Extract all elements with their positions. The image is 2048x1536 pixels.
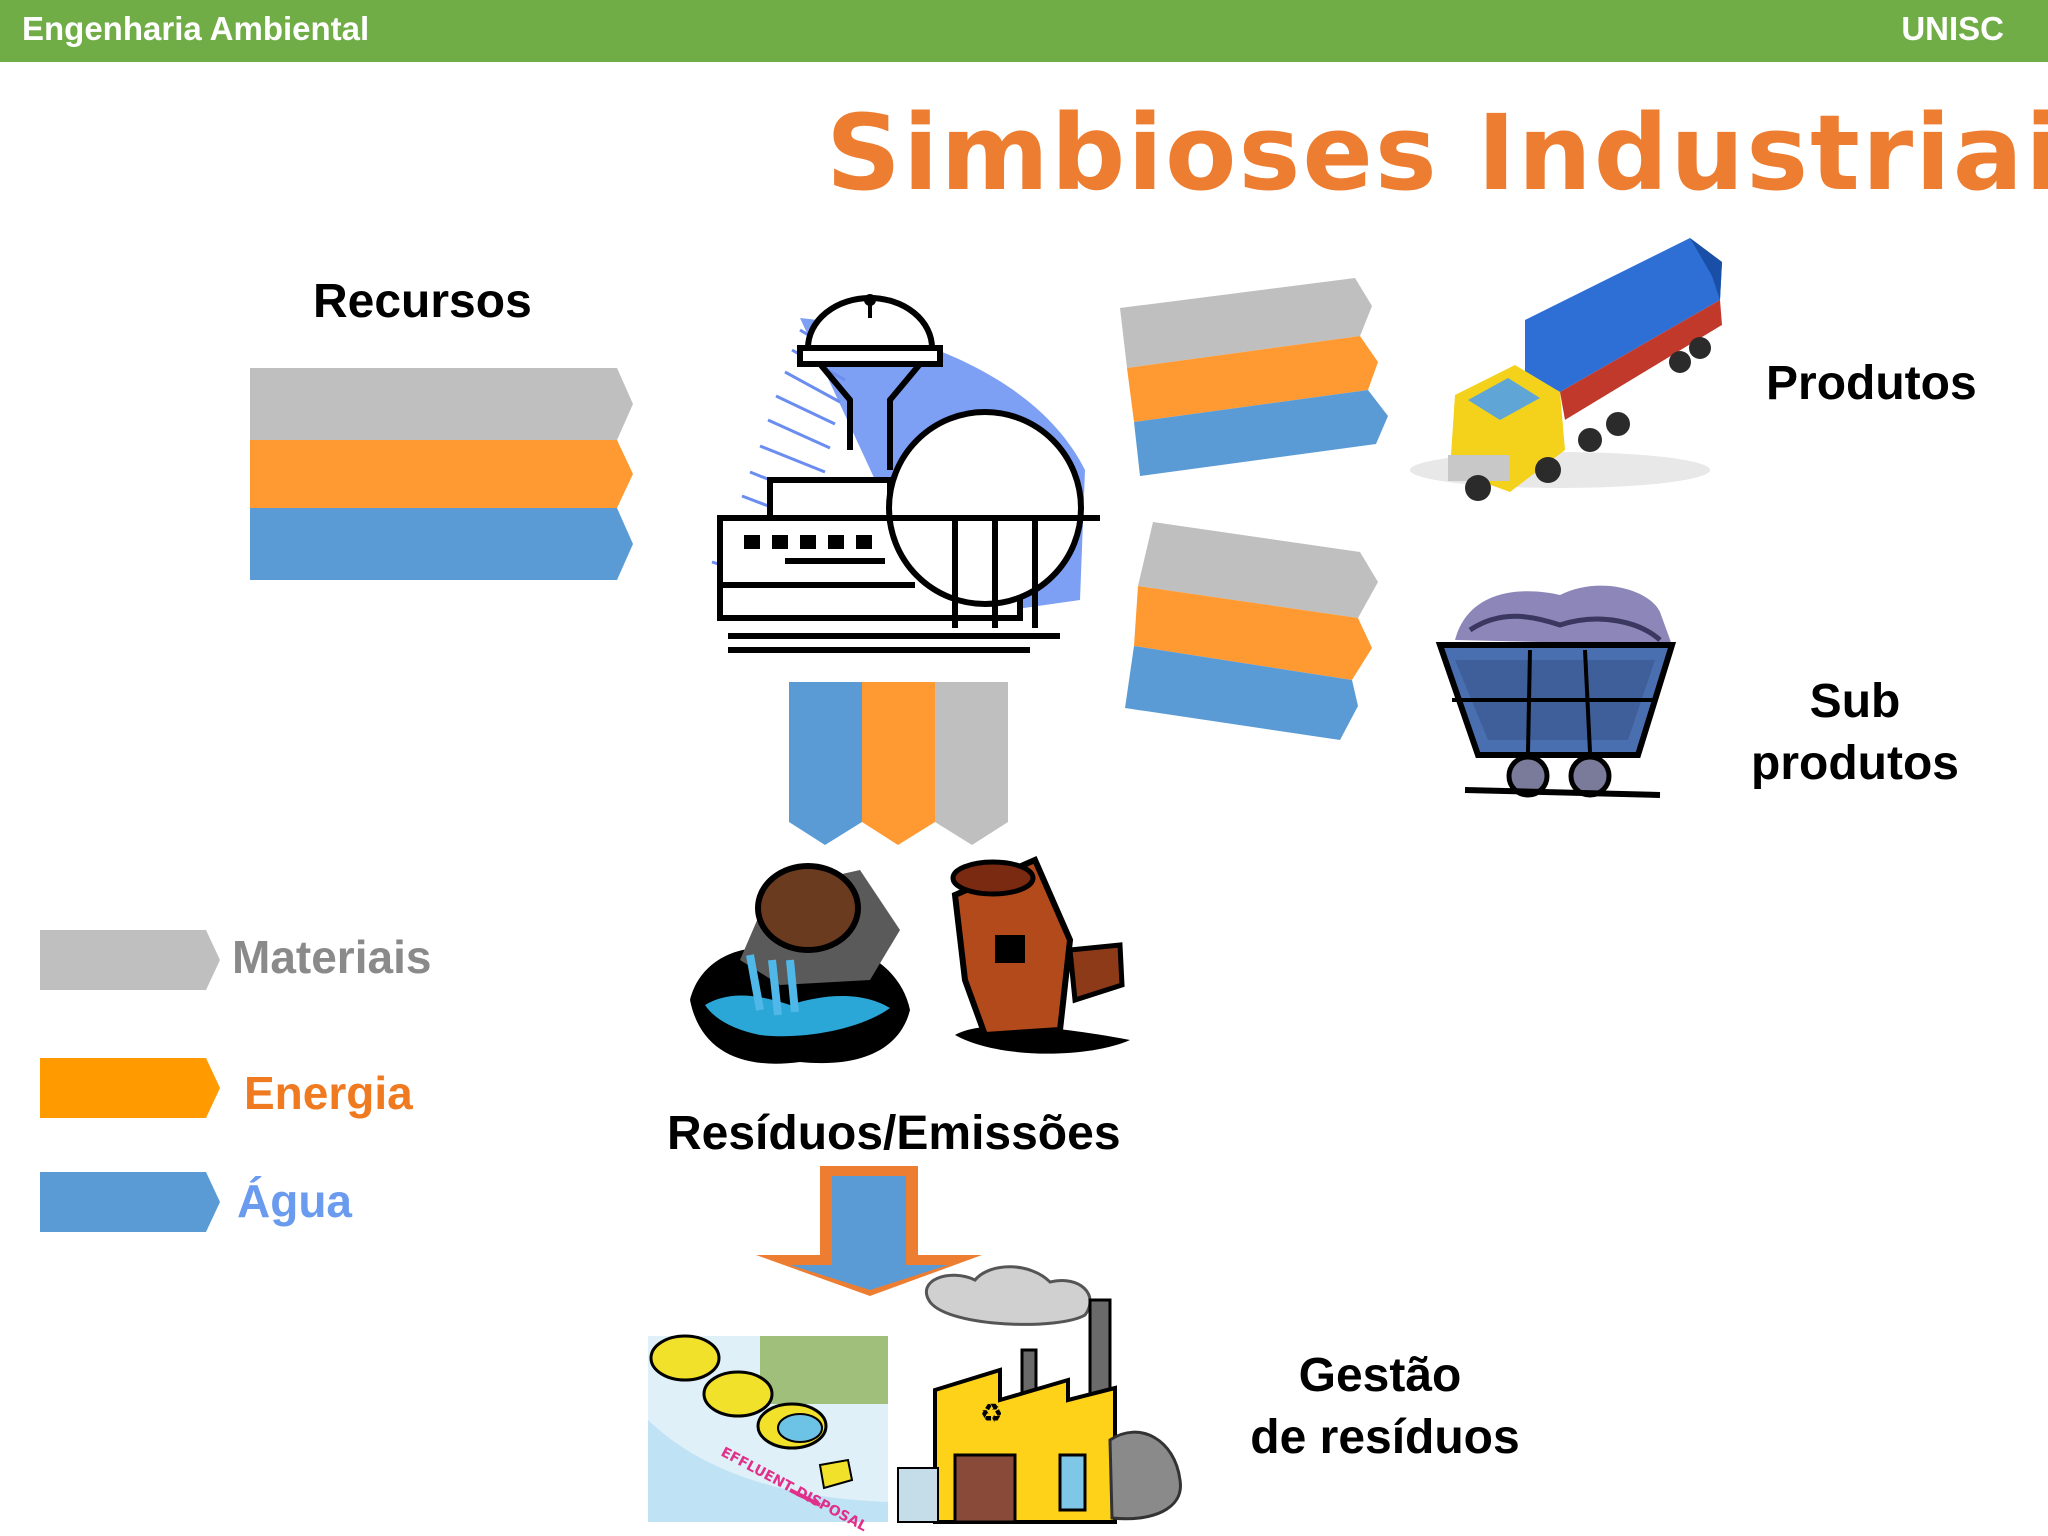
waste-arrow-water (789, 682, 862, 845)
legend-swatches (40, 930, 220, 1232)
management-label-line1: Gestão (1298, 1349, 1462, 1402)
waste-arrow-energy (862, 682, 935, 845)
byproduct-arrows (1125, 522, 1378, 740)
slide-title: Simbioses Industriais (826, 92, 2048, 214)
pollution-pipe-icon (690, 863, 910, 1064)
product-arrow-energy (1127, 336, 1378, 422)
byproduct-arrow-water (1125, 646, 1358, 740)
byproducts-label-line1: Sub (1809, 675, 1901, 728)
byproduct-arrow-energy (1134, 586, 1372, 680)
byproducts-label-line2: produtos (1751, 737, 1959, 790)
input-arrow-energy (250, 440, 633, 508)
input-arrow-materials (250, 368, 633, 440)
truck-icon (1410, 238, 1722, 501)
legend-swatch-materials (40, 930, 220, 990)
institution-name: UNISC (1901, 10, 2004, 47)
product-arrow-materials (1120, 278, 1372, 368)
input-arrow-water (250, 508, 633, 580)
legend-swatch-water (40, 1172, 220, 1232)
svg-text:♻: ♻ (980, 1399, 1003, 1429)
header-bar: Engenharia Ambiental UNISC (0, 0, 2048, 62)
legend-label-materials: Materiais (232, 931, 432, 983)
legend-swatch-energy (40, 1058, 220, 1118)
leaking-barrel-icon (950, 856, 1130, 1054)
inputs-label: Recursos (313, 275, 532, 328)
product-arrow-water (1134, 390, 1388, 476)
treatment-plant-icon: EFFLUENT DISPOSAL (648, 1334, 888, 1535)
legend-label-water: Água (237, 1175, 352, 1227)
waste-label: Resíduos/Emissões (667, 1107, 1121, 1160)
legend-label-energy: Energia (244, 1067, 413, 1119)
mine-cart-icon (1435, 585, 1677, 798)
management-label-line2: de resíduos (1250, 1411, 1520, 1464)
waste-arrow-materials (935, 682, 1008, 845)
management-arrow (756, 1166, 982, 1296)
course-name: Engenharia Ambiental (22, 10, 370, 47)
waste-arrows (789, 682, 1008, 845)
product-arrows (1120, 278, 1388, 476)
recycling-factory-icon: ♻ (897, 1265, 1182, 1524)
factory-icon (711, 294, 1100, 653)
products-label: Produtos (1766, 357, 1977, 410)
byproduct-arrow-materials (1138, 522, 1378, 618)
input-arrows (250, 368, 633, 580)
